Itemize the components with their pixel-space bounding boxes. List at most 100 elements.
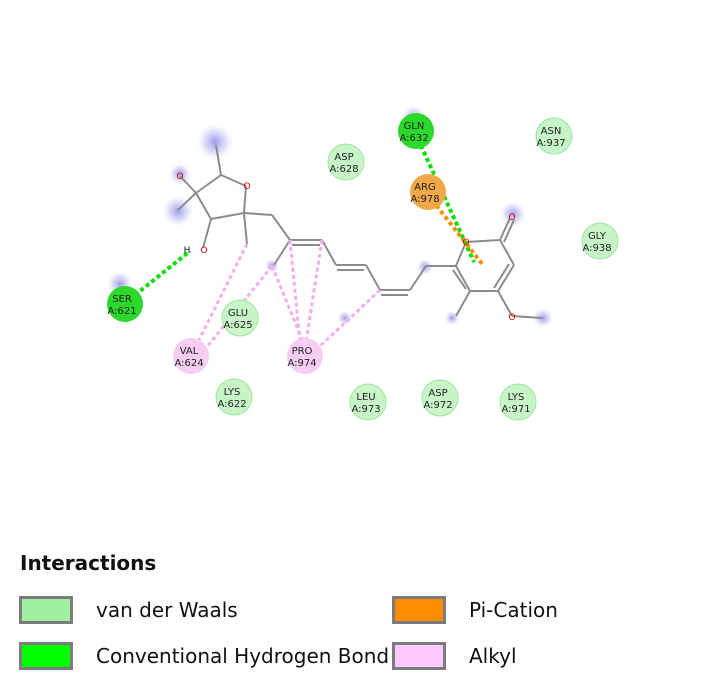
legend-swatch — [392, 596, 446, 624]
halo — [499, 200, 527, 228]
halo — [195, 122, 235, 162]
residue-chain: A:621 — [107, 306, 136, 317]
residue-name: GLY — [588, 231, 607, 242]
residue-disc — [221, 299, 259, 337]
residue-chain: A:971 — [501, 404, 530, 415]
residue-disc — [107, 286, 143, 322]
residue-name: ARG — [414, 182, 436, 193]
residue-name: LYS — [508, 392, 525, 403]
oxygen-atom-label: O — [176, 172, 183, 182]
hydrogen-atom-label: H — [184, 246, 191, 256]
halo — [532, 307, 554, 329]
residue-ser621[interactable]: SER A:621 — [107, 286, 143, 322]
halo — [337, 310, 353, 326]
ligand-bond — [220, 174, 247, 187]
residue-lys971[interactable]: LYS A:971 — [499, 383, 537, 421]
alkyl-line — [304, 239, 324, 343]
residue-disc — [535, 117, 573, 155]
residue-name: LYS — [224, 387, 241, 398]
ligand-bond — [195, 174, 222, 194]
ligand-bond — [511, 315, 543, 319]
alkyl-line — [195, 243, 249, 345]
residue-asp628[interactable]: ASP A:628 — [327, 143, 365, 181]
halo — [168, 162, 192, 186]
oxygen-atom-label: O — [508, 313, 515, 323]
residue-name: GLN — [404, 121, 425, 132]
legend-swatch — [19, 596, 73, 624]
ligand-bond — [499, 217, 511, 241]
residue-chain: A:628 — [329, 164, 358, 175]
residue-disc — [581, 222, 619, 260]
legend-item-van-der-waals: van der Waals — [19, 596, 238, 624]
ligand-atom-labels: O O O H O O O — [176, 172, 515, 323]
interaction-diagram: O O O H O O O SER A:621 VAL A:624 GLU A:… — [106, 104, 619, 421]
ligand-bond — [499, 239, 515, 266]
residue-disc — [287, 338, 323, 374]
ligand-bond — [321, 239, 337, 266]
residue-disc — [421, 379, 459, 417]
oxygen-atom-label: O — [462, 238, 469, 248]
pi-cation-line — [430, 198, 485, 267]
residue-name: VAL — [180, 346, 199, 357]
residue-glu625[interactable]: GLU A:625 — [221, 299, 259, 337]
residue-chain: A:937 — [536, 138, 565, 149]
ligand-bond — [493, 263, 510, 289]
ligand-bond — [243, 212, 248, 245]
residue-lys622[interactable]: LYS A:622 — [215, 378, 253, 416]
ligand-bond — [179, 175, 197, 194]
ligand-bond — [195, 192, 212, 220]
legend-item-alkyl: Alkyl — [392, 642, 517, 670]
residue-gln632[interactable]: GLN A:632 — [398, 113, 434, 149]
ligand-bond — [243, 212, 273, 216]
residue-chain: A:972 — [423, 400, 452, 411]
residue-chain: A:938 — [582, 243, 611, 254]
legend-item-hydrogen-bond: Conventional Hydrogen Bond — [19, 642, 389, 670]
residue-chain: A:974 — [287, 358, 316, 369]
ligand-bond — [455, 290, 471, 317]
ligand-bond — [271, 214, 291, 241]
legend-title: Interactions — [20, 551, 157, 575]
ligand-bond — [497, 290, 513, 317]
residue-chain: A:624 — [174, 358, 203, 369]
residues: SER A:621 VAL A:624 GLU A:625 LYS A:622 … — [107, 113, 619, 421]
ligand-bond — [202, 218, 212, 249]
legend-label: van der Waals — [96, 598, 238, 622]
ligand-bond — [365, 264, 381, 291]
ligand-bond — [215, 144, 222, 176]
ligand-bond — [465, 239, 501, 243]
residue-asp972[interactable]: ASP A:972 — [421, 379, 459, 417]
residue-chain: A:632 — [399, 133, 428, 144]
residue-name: ASP — [334, 152, 353, 163]
ligand-bond — [273, 239, 291, 266]
oxygen-atom-label: O — [243, 182, 250, 192]
residue-pro974[interactable]: PRO A:974 — [287, 338, 323, 374]
residue-disc — [410, 174, 446, 210]
residue-val624[interactable]: VAL A:624 — [173, 338, 209, 374]
hbond-line — [133, 249, 192, 297]
residue-name: LEU — [356, 392, 375, 403]
legend-label: Pi-Cation — [469, 598, 558, 622]
residue-disc — [215, 378, 253, 416]
oxygen-atom-label: O — [200, 246, 207, 256]
alkyl-line — [288, 239, 302, 343]
oxygen-atom-label: O — [508, 213, 515, 223]
ligand-bond — [455, 241, 467, 267]
residue-chain: A:978 — [410, 194, 439, 205]
ligand-bond — [503, 219, 515, 243]
residue-asn937[interactable]: ASN A:937 — [535, 117, 573, 155]
legend-label: Conventional Hydrogen Bond — [96, 644, 390, 668]
legend-swatch — [392, 642, 446, 670]
residue-disc — [173, 338, 209, 374]
residue-arg978[interactable]: ARG A:978 — [410, 174, 446, 210]
residue-name: SER — [112, 294, 132, 305]
residue-name: PRO — [292, 346, 313, 357]
residue-leu973[interactable]: LEU A:973 — [349, 383, 387, 421]
residue-disc — [349, 383, 387, 421]
residue-disc — [327, 143, 365, 181]
residue-chain: A:973 — [351, 404, 380, 415]
legend-label: Alkyl — [469, 644, 517, 668]
residue-name: ASP — [428, 388, 447, 399]
residue-disc — [499, 383, 537, 421]
residue-chain: A:625 — [223, 320, 252, 331]
residue-gly938[interactable]: GLY A:938 — [581, 222, 619, 260]
